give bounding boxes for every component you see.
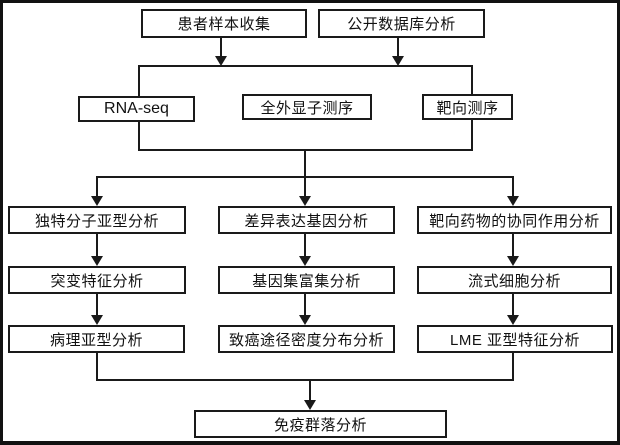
node-rna-seq: RNA-seq (78, 96, 195, 122)
arrow-head (299, 256, 311, 266)
arrow-head (392, 56, 404, 66)
connector-line (138, 65, 473, 67)
connector-line (471, 120, 473, 151)
connector-line (397, 38, 399, 57)
arrow-head (215, 56, 227, 66)
node-mutation-signature-analysis: 突变特征分析 (8, 266, 186, 294)
connector-line (512, 176, 514, 198)
connector-line (96, 353, 98, 381)
connector-line (96, 176, 514, 178)
connector-line (220, 38, 222, 57)
connector-line (304, 234, 306, 258)
node-unique-molecular-subtype-analysis: 独特分子亚型分析 (8, 206, 186, 234)
connector-line (471, 65, 473, 94)
arrow-head (507, 196, 519, 206)
node-pathological-subtype-analysis: 病理亚型分析 (8, 325, 185, 353)
connector-line (512, 353, 514, 381)
node-targeted-drug-synergy-analysis: 靶向药物的协同作用分析 (417, 206, 612, 234)
connector-line (138, 65, 140, 96)
node-flow-cytometry-analysis: 流式细胞分析 (417, 266, 612, 294)
node-whole-exome-sequencing: 全外显子测序 (242, 94, 372, 120)
connector-line (304, 149, 306, 198)
node-oncogenic-pathway-density-analysis: 致癌途径密度分布分析 (218, 325, 395, 353)
arrow-head (299, 196, 311, 206)
arrow-head (91, 196, 103, 206)
node-immune-community-analysis: 免疫群落分析 (194, 410, 447, 438)
arrow-head (91, 256, 103, 266)
connector-line (138, 122, 140, 151)
connector-line (96, 176, 98, 198)
connector-line (96, 379, 514, 381)
node-differential-expression-gene-analysis: 差异表达基因分析 (218, 206, 395, 234)
node-gene-set-enrichment-analysis: 基因集富集分析 (218, 266, 395, 294)
node-public-database-analysis: 公开数据库分析 (318, 9, 485, 38)
connector-line (512, 294, 514, 317)
connector-line (96, 234, 98, 258)
arrow-head (299, 315, 311, 325)
connector-line (96, 294, 98, 317)
connector-line (304, 294, 306, 317)
node-patient-sample-collection: 患者样本收集 (141, 9, 307, 38)
node-lme-subtype-signature-analysis: LME 亚型特征分析 (417, 325, 613, 353)
arrow-head (91, 315, 103, 325)
connector-line (512, 234, 514, 258)
connector-line (309, 381, 311, 402)
arrow-head (507, 256, 519, 266)
node-targeted-sequencing: 靶向测序 (422, 94, 513, 120)
arrow-head (304, 400, 316, 410)
arrow-head (507, 315, 519, 325)
